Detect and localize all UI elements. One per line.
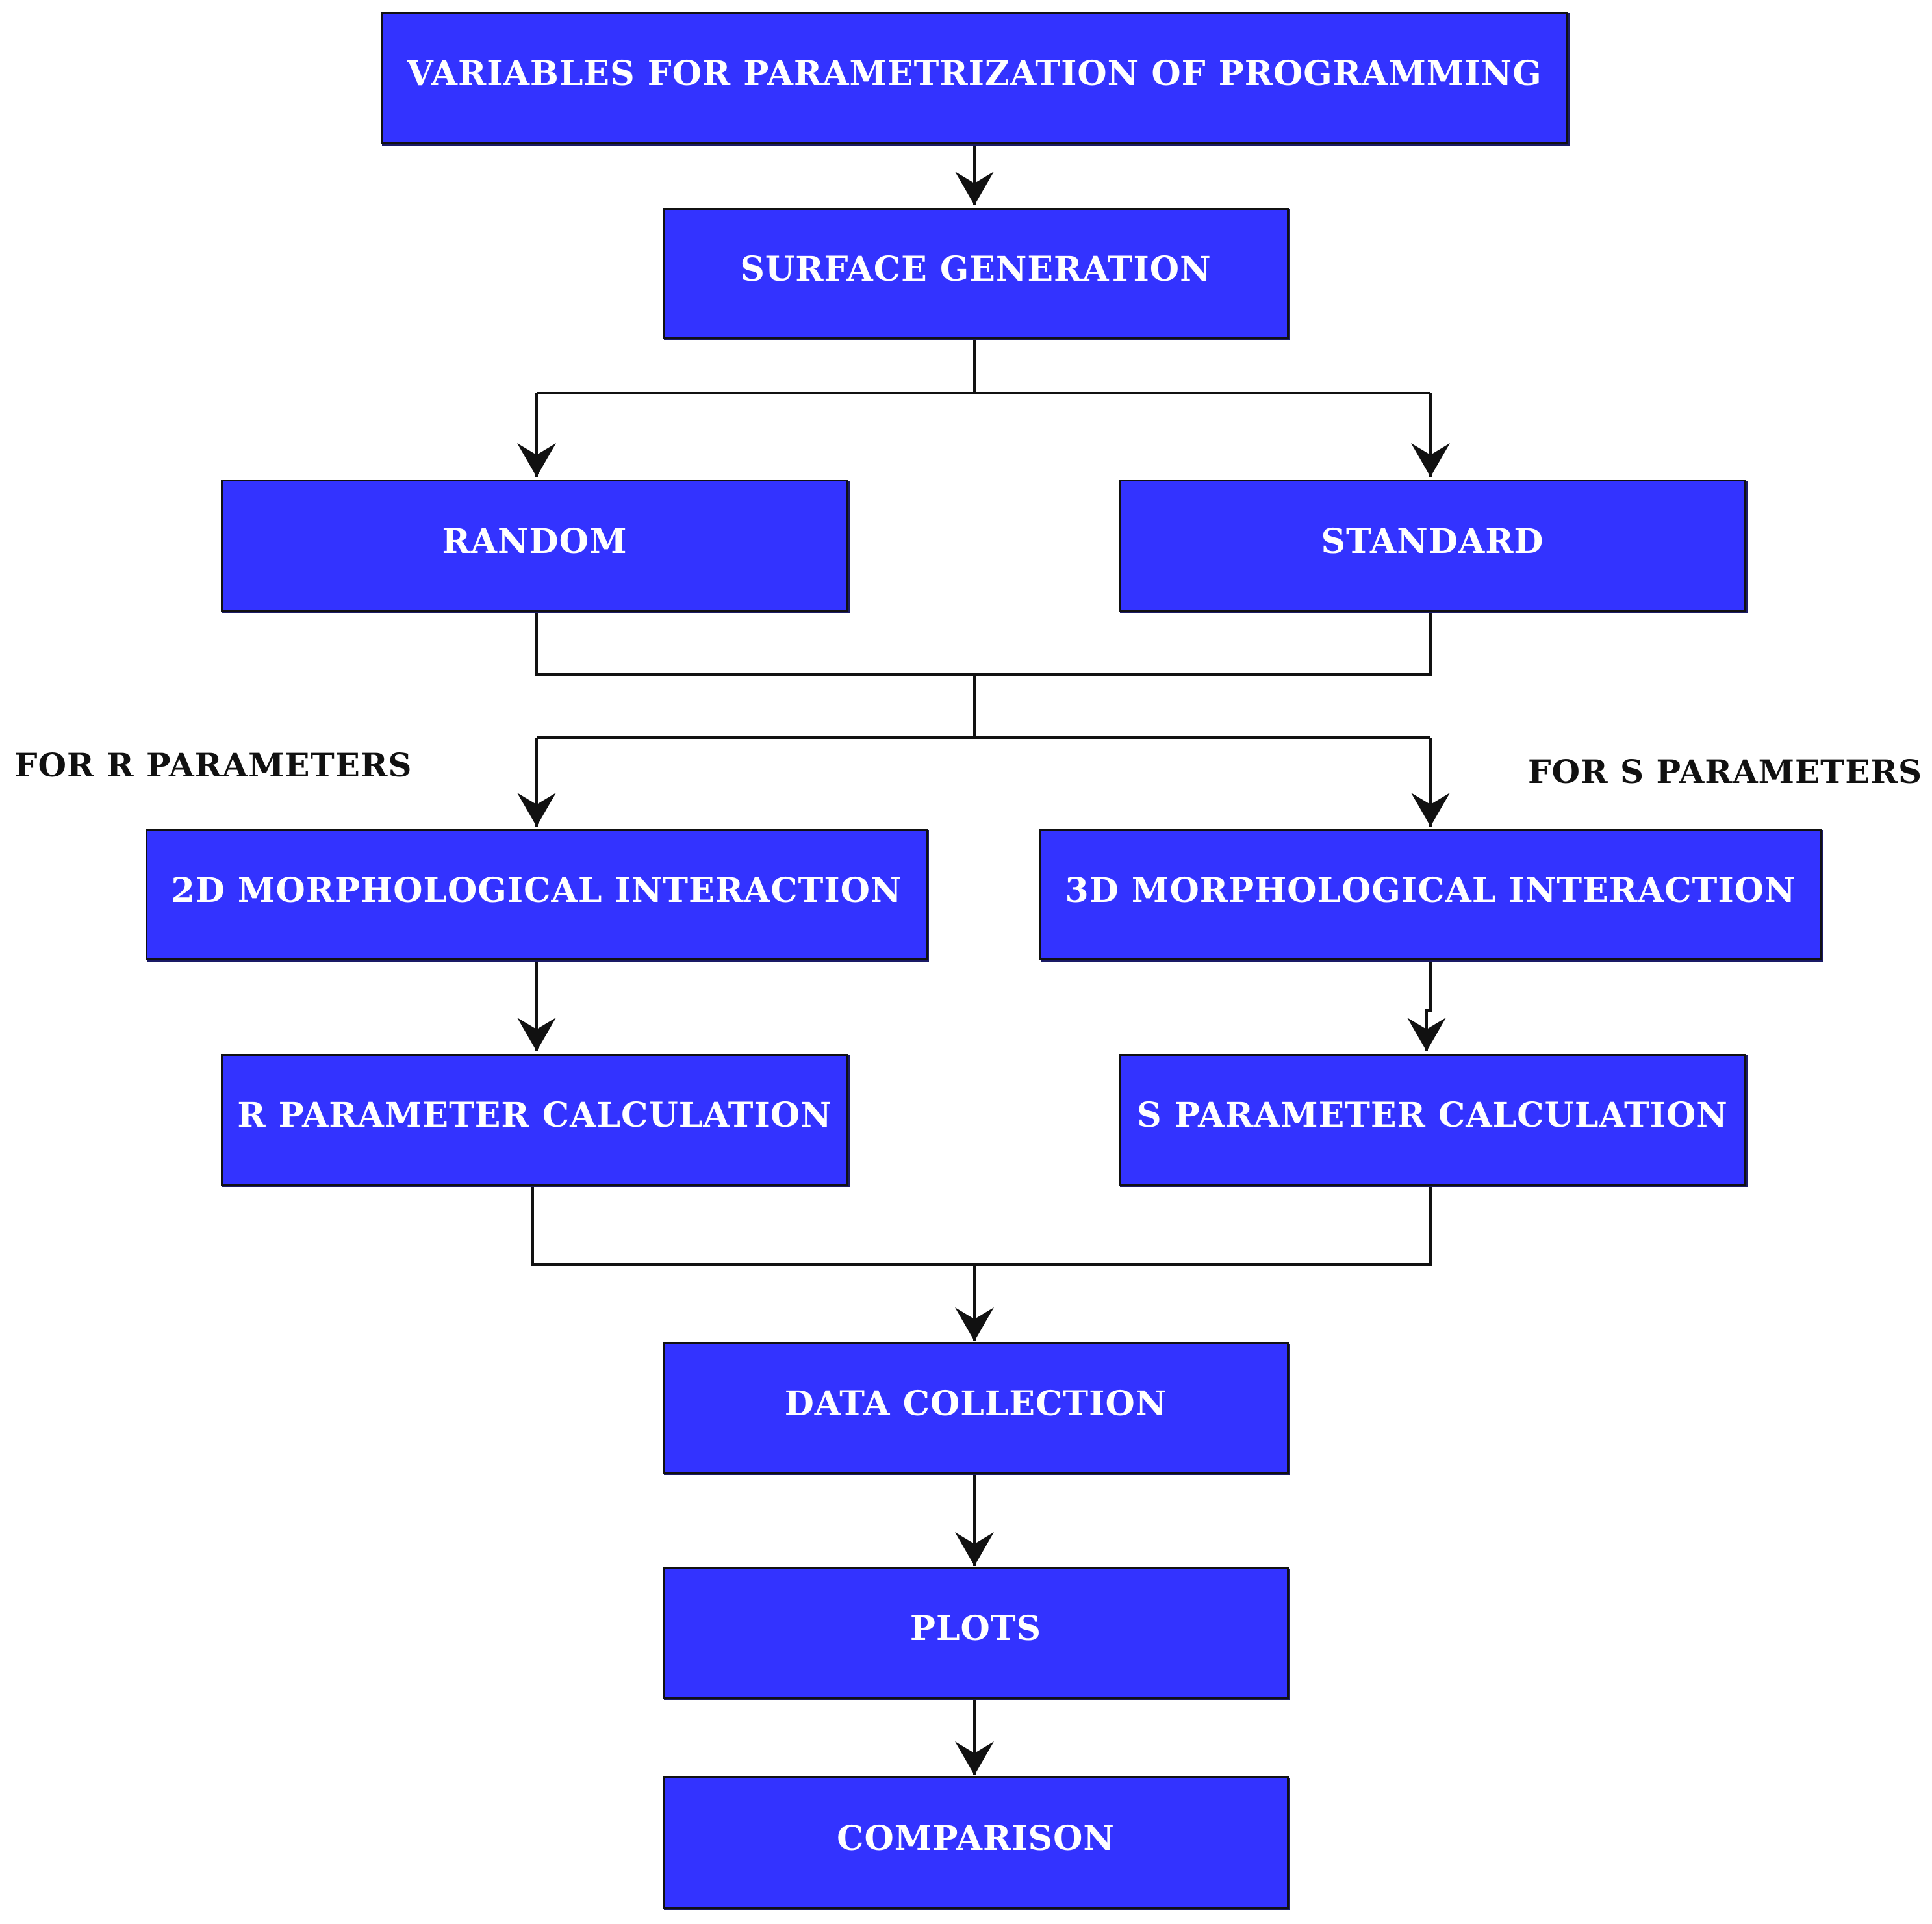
node-surface-generation-label: SURFACE GENERATION (740, 249, 1212, 289)
arrowhead-surface-generation (955, 172, 994, 205)
label-for-s-parameters: FOR S PARAMETERS (1528, 752, 1923, 791)
node-random-label: RANDOM (442, 521, 628, 561)
edge-surface-generation-split (535, 339, 1432, 477)
node-variables-label: VARIABLES FOR PARAMETRIZATION OF PROGRAM… (407, 53, 1542, 94)
node-morph-2d: 2D MORPHOLOGICAL INTERACTION (146, 829, 928, 960)
edge-merge-random-standard (535, 612, 1432, 827)
node-surface-generation: SURFACE GENERATION (663, 208, 1289, 339)
node-r-calc-label: R PARAMETER CALCULATION (237, 1096, 832, 1135)
node-data-collection: DATA COLLECTION (663, 1342, 1289, 1474)
node-standard-label: STANDARD (1321, 521, 1544, 561)
arrowhead-morph-3d (1411, 793, 1450, 827)
node-s-calc: S PARAMETER CALCULATION (1119, 1054, 1746, 1186)
node-variables: VARIABLES FOR PARAMETRIZATION OF PROGRAM… (381, 12, 1568, 144)
node-comparison: COMPARISON (663, 1776, 1289, 1909)
node-morph-2d-label: 2D MORPHOLOGICAL INTERACTION (171, 870, 902, 910)
node-comparison-label: COMPARISON (837, 1818, 1115, 1858)
node-plots-label: PLOTS (909, 1608, 1042, 1648)
node-plots: PLOTS (663, 1567, 1289, 1699)
node-s-calc-label: S PARAMETER CALCULATION (1137, 1096, 1728, 1135)
arrowhead-morph-2d (517, 793, 556, 827)
arrowhead-r-calc (517, 1018, 556, 1051)
label-for-r-parameters: FOR R PARAMETERS (14, 746, 413, 784)
node-random: RANDOM (221, 480, 848, 612)
node-data-collection-label: DATA COLLECTION (784, 1383, 1167, 1424)
node-r-calc: R PARAMETER CALCULATION (221, 1054, 848, 1186)
arrowhead-standard (1411, 443, 1450, 477)
node-morph-3d-label: 3D MORPHOLOGICAL INTERACTION (1065, 870, 1796, 910)
arrowhead-data-collection (955, 1307, 994, 1341)
arrowhead-comparison (955, 1741, 994, 1775)
node-morph-3d: 3D MORPHOLOGICAL INTERACTION (1039, 829, 1822, 960)
node-standard: STANDARD (1119, 480, 1746, 612)
arrowhead-s-calc (1407, 1018, 1446, 1051)
arrowhead-plots (955, 1532, 994, 1566)
arrowhead-random (517, 443, 556, 477)
